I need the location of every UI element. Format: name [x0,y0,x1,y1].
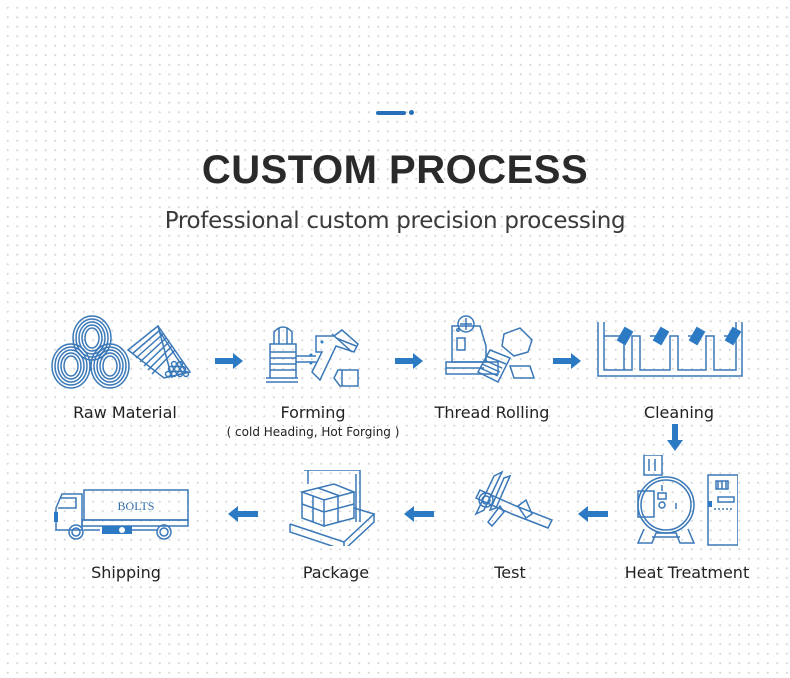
step-sublabel-forming: ( cold Heading, Hot Forging ) [226,425,400,439]
arrow-right-icon [215,353,243,369]
arrow-left-icon [228,506,258,522]
arrow-right-icon [395,353,423,369]
arrow-left-icon [578,506,608,522]
page-subtitle: Professional custom precision processing [164,208,626,234]
furnace-icon [636,455,738,546]
arrow-down-icon [667,424,683,451]
step-label-cleaning: Cleaning [643,403,715,422]
step-label-forming: Forming [280,403,346,422]
step-label-shipping: Shipping [91,563,161,582]
truck-icon: BOLTS [54,489,189,540]
step-label-heat-treatment: Heat Treatment [624,563,750,582]
caliper-icon [474,470,554,529]
arrow-right-icon [553,353,581,369]
decoration-dot [409,110,414,115]
truck-label: BOLTS [118,499,155,513]
step-label-thread-rolling: Thread Rolling [434,403,550,422]
step-label-package: Package [302,563,370,582]
forming-machine-icon [266,326,359,387]
page-title: CUSTOM PROCESS [201,148,589,192]
pallet-boxes-icon [289,470,376,546]
arrow-left-icon [404,506,434,522]
decoration-bar [376,111,406,115]
step-label-test: Test [494,563,526,582]
title-decoration [376,110,416,116]
thread-rolling-icon [445,315,536,384]
step-label-raw-material: Raw Material [73,403,177,422]
cleaning-tank-icon [597,322,743,377]
coils-and-bars-icon [51,315,192,389]
